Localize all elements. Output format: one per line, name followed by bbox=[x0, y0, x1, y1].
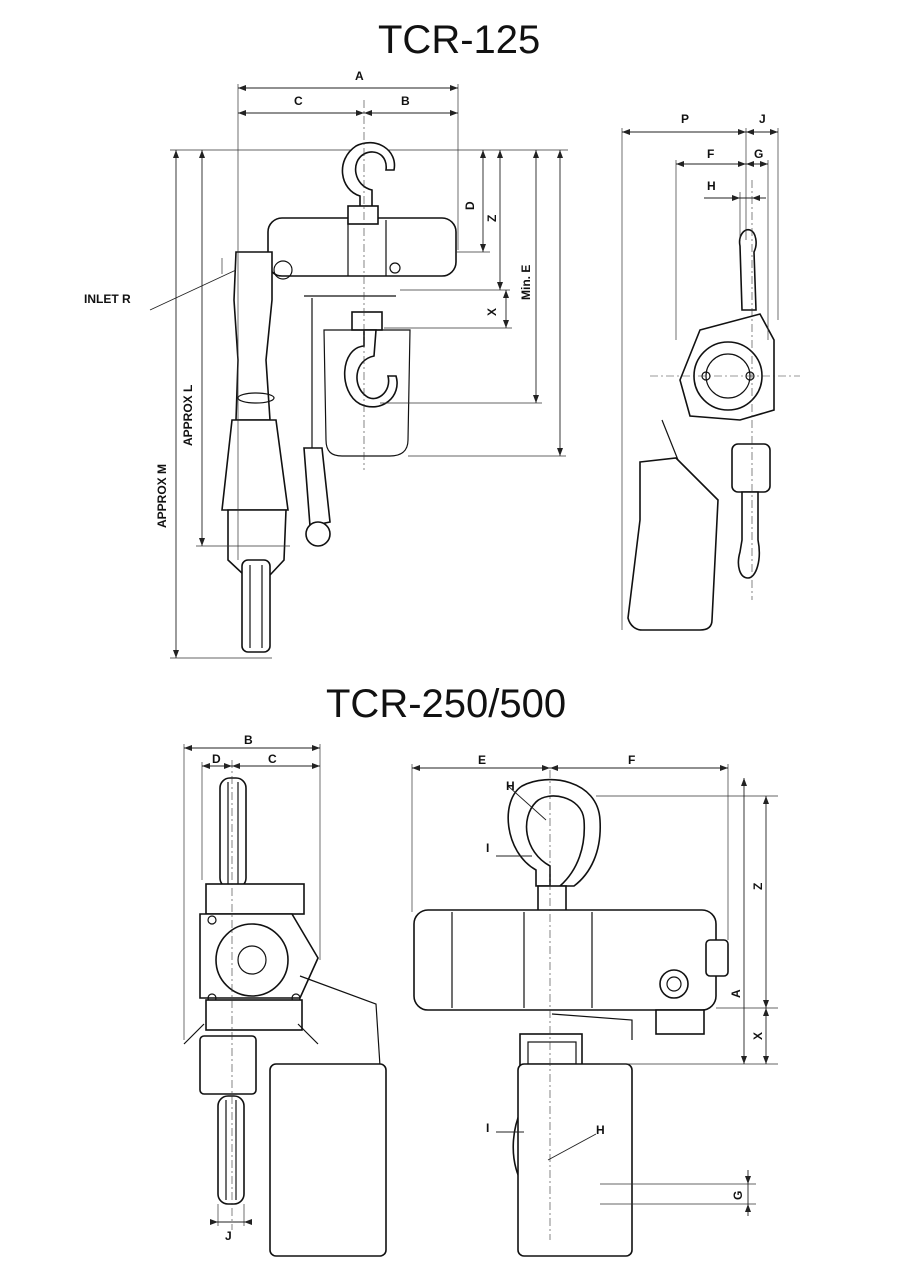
label-dim-f-250: F bbox=[628, 753, 635, 767]
label-dim-j: J bbox=[759, 112, 766, 126]
label-dim-e-250: E bbox=[478, 753, 486, 767]
label-dim-h-top: H bbox=[506, 779, 515, 793]
label-dim-g-250: G bbox=[731, 1191, 745, 1200]
label-dim-a-250: A bbox=[729, 989, 743, 998]
label-dim-x-250: X bbox=[751, 1032, 765, 1040]
label-inlet-r: INLET R bbox=[84, 292, 131, 306]
label-approx-m: APPROX M bbox=[155, 464, 169, 528]
label-dim-g: G bbox=[754, 147, 763, 161]
label-dim-c-250: C bbox=[268, 752, 277, 766]
label-dim-h: H bbox=[707, 179, 716, 193]
label-dim-i-top: I bbox=[486, 841, 489, 855]
model-title-tcr-125: TCR-125 bbox=[378, 18, 541, 62]
label-dim-min-e: Min. E bbox=[519, 265, 533, 300]
label-dim-z: Z bbox=[485, 215, 499, 222]
label-approx-l: APPROX L bbox=[181, 385, 195, 446]
label-dim-i-bottom: I bbox=[486, 1121, 489, 1135]
model-title-tcr-250-500: TCR-250/500 bbox=[326, 682, 567, 726]
label-dim-h-bottom: H bbox=[596, 1123, 605, 1137]
label-dim-b: B bbox=[401, 94, 410, 108]
label-dim-b-250: B bbox=[244, 733, 253, 747]
label-dim-x: X bbox=[485, 308, 499, 316]
label-dim-d-250: D bbox=[212, 752, 221, 766]
label-dim-a: A bbox=[355, 69, 364, 83]
tcr250-front-view: E F H I Z A X I H G bbox=[411, 753, 778, 1257]
tcr250-side-view: B D C J bbox=[183, 733, 387, 1257]
label-dim-d: D bbox=[463, 201, 477, 210]
label-dim-j-250: J bbox=[225, 1229, 232, 1243]
tcr125-front-view: A C B D Z X Min. E bbox=[84, 69, 568, 659]
label-dim-z-250: Z bbox=[751, 883, 765, 890]
label-dim-f: F bbox=[707, 147, 714, 161]
label-dim-c: C bbox=[294, 94, 303, 108]
tcr125-side-view: P J F G H bbox=[621, 112, 800, 631]
label-dim-p: P bbox=[681, 112, 689, 126]
